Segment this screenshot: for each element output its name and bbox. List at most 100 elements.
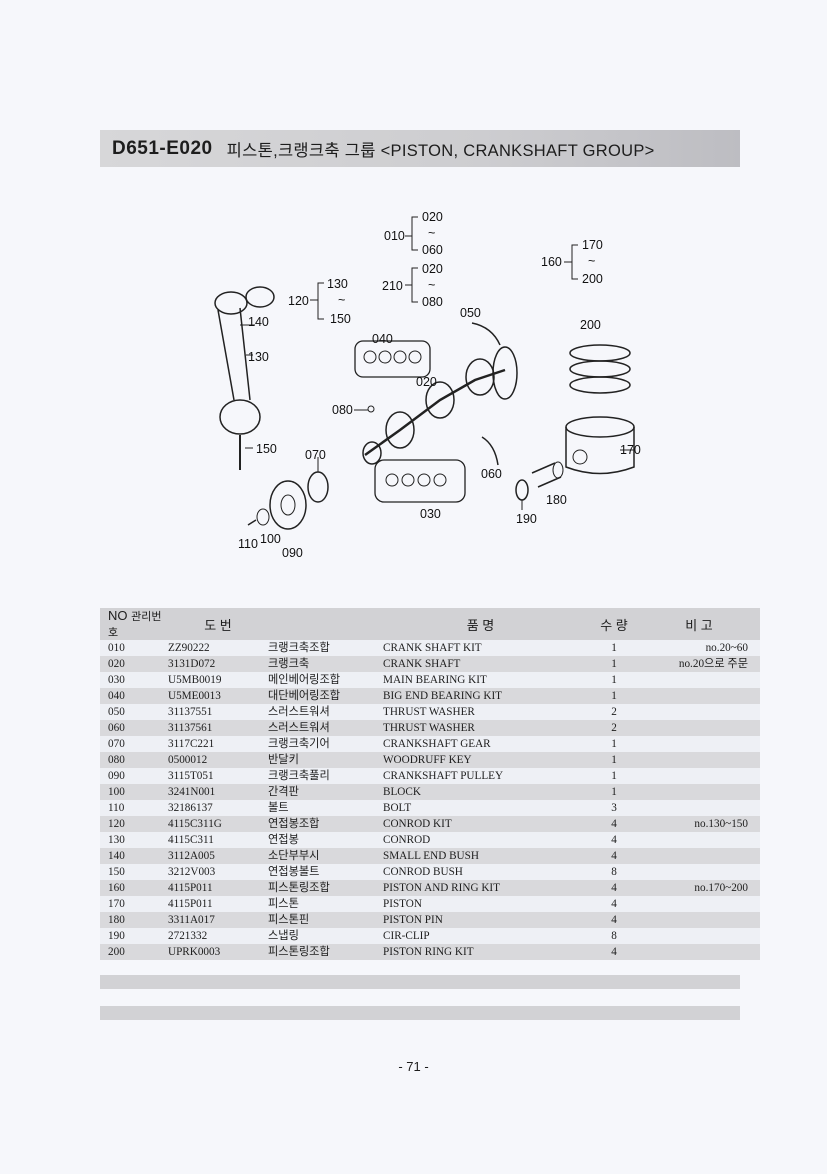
diagram-label-020-top: 020 xyxy=(422,210,443,224)
row-no: 150 xyxy=(100,864,168,880)
row-part-number: 4115P011 xyxy=(168,880,268,896)
section-code: D651-E020 xyxy=(112,137,213,159)
page-number: - 71 - xyxy=(398,1059,429,1074)
diagram-label-140: 140 xyxy=(248,315,269,329)
row-part-number: 4115P011 xyxy=(168,896,268,912)
row-quantity: 1 xyxy=(578,736,650,752)
row-korean-name: 간격판 xyxy=(268,784,383,800)
row-remarks xyxy=(650,736,760,752)
diagram-label-150-top: 150 xyxy=(330,312,351,326)
row-english-name: SMALL END BUSH xyxy=(383,848,578,864)
row-no: 070 xyxy=(100,736,168,752)
row-english-name: CIR-CLIP xyxy=(383,928,578,944)
row-quantity: 4 xyxy=(578,848,650,864)
row-korean-name: 대단베어링조합 xyxy=(268,688,383,704)
row-no: 020 xyxy=(100,656,168,672)
row-no: 160 xyxy=(100,880,168,896)
row-english-name: CRANKSHAFT GEAR xyxy=(383,736,578,752)
row-remarks xyxy=(650,720,760,736)
row-korean-name: 메인베어링조합 xyxy=(268,672,383,688)
row-quantity: 8 xyxy=(578,928,650,944)
row-part-number: 0500012 xyxy=(168,752,268,768)
row-part-number: 3311A017 xyxy=(168,912,268,928)
section-header: D651-E020 피스톤,크랭크축 그룹 <PISTON, CRANKSHAF… xyxy=(100,130,740,167)
row-no: 080 xyxy=(100,752,168,768)
diagram-label-tilde-4: ~ xyxy=(588,254,595,268)
diagram-label-060: 060 xyxy=(481,467,502,481)
row-no: 120 xyxy=(100,816,168,832)
row-no: 170 xyxy=(100,896,168,912)
row-korean-name: 소단부부시 xyxy=(268,848,383,864)
row-korean-name: 연접봉 xyxy=(268,832,383,848)
row-quantity: 1 xyxy=(578,688,650,704)
row-korean-name: 볼트 xyxy=(268,800,383,816)
diagram-label-020: 020 xyxy=(416,375,437,389)
diagram-label-170: 170 xyxy=(620,443,641,457)
row-english-name: BLOCK xyxy=(383,784,578,800)
row-remarks xyxy=(650,800,760,816)
row-english-name: CONROD xyxy=(383,832,578,848)
diagram-label-130: 130 xyxy=(248,350,269,364)
row-no: 060 xyxy=(100,720,168,736)
row-quantity: 1 xyxy=(578,640,650,656)
row-remarks xyxy=(650,752,760,768)
row-part-number: 31137551 xyxy=(168,704,268,720)
row-remarks xyxy=(650,704,760,720)
row-korean-name: 연접봉조합 xyxy=(268,816,383,832)
blank-row-bar-1 xyxy=(100,975,740,989)
row-remarks xyxy=(650,896,760,912)
diagram-label-120: 120 xyxy=(288,294,309,308)
row-korean-name: 피스톤핀 xyxy=(268,912,383,928)
row-korean-name: 크랭크축풀리 xyxy=(268,768,383,784)
header-no: NO 관리번호 xyxy=(100,608,168,640)
row-remarks xyxy=(650,928,760,944)
row-no: 130 xyxy=(100,832,168,848)
row-part-number: U5ME0013 xyxy=(168,688,268,704)
row-remarks xyxy=(650,944,760,960)
row-korean-name: 크랭크축기어 xyxy=(268,736,383,752)
row-quantity: 3 xyxy=(578,800,650,816)
diagram-label-030: 030 xyxy=(420,507,441,521)
row-korean-name: 반달키 xyxy=(268,752,383,768)
diagram-label-tilde-3: ~ xyxy=(338,293,345,307)
row-no: 040 xyxy=(100,688,168,704)
row-no: 110 xyxy=(100,800,168,816)
row-remarks xyxy=(650,832,760,848)
header-quantity: 수 량 xyxy=(578,608,650,640)
row-quantity: 4 xyxy=(578,912,650,928)
diagram-label-090: 090 xyxy=(282,546,303,560)
row-english-name: CONROD KIT xyxy=(383,816,578,832)
diagram-label-200-top: 200 xyxy=(582,272,603,286)
row-korean-name: 크랭크축조합 xyxy=(268,640,383,656)
row-korean-name: 스냅링 xyxy=(268,928,383,944)
row-quantity: 4 xyxy=(578,816,650,832)
row-quantity: 1 xyxy=(578,768,650,784)
row-part-number: 4115C311 xyxy=(168,832,268,848)
diagram-label-130-top: 130 xyxy=(327,277,348,291)
diagram-label-110: 110 xyxy=(238,537,258,551)
row-english-name: CRANKSHAFT PULLEY xyxy=(383,768,578,784)
header-no-label: NO xyxy=(108,608,128,623)
row-remarks xyxy=(650,912,760,928)
row-quantity: 2 xyxy=(578,704,650,720)
row-korean-name: 피스톤링조합 xyxy=(268,880,383,896)
diagram-label-160: 160 xyxy=(541,255,562,269)
row-quantity: 1 xyxy=(578,656,650,672)
row-quantity: 1 xyxy=(578,784,650,800)
row-quantity: 4 xyxy=(578,896,650,912)
row-quantity: 2 xyxy=(578,720,650,736)
row-remarks: no.130~150 xyxy=(650,816,760,832)
row-no: 010 xyxy=(100,640,168,656)
